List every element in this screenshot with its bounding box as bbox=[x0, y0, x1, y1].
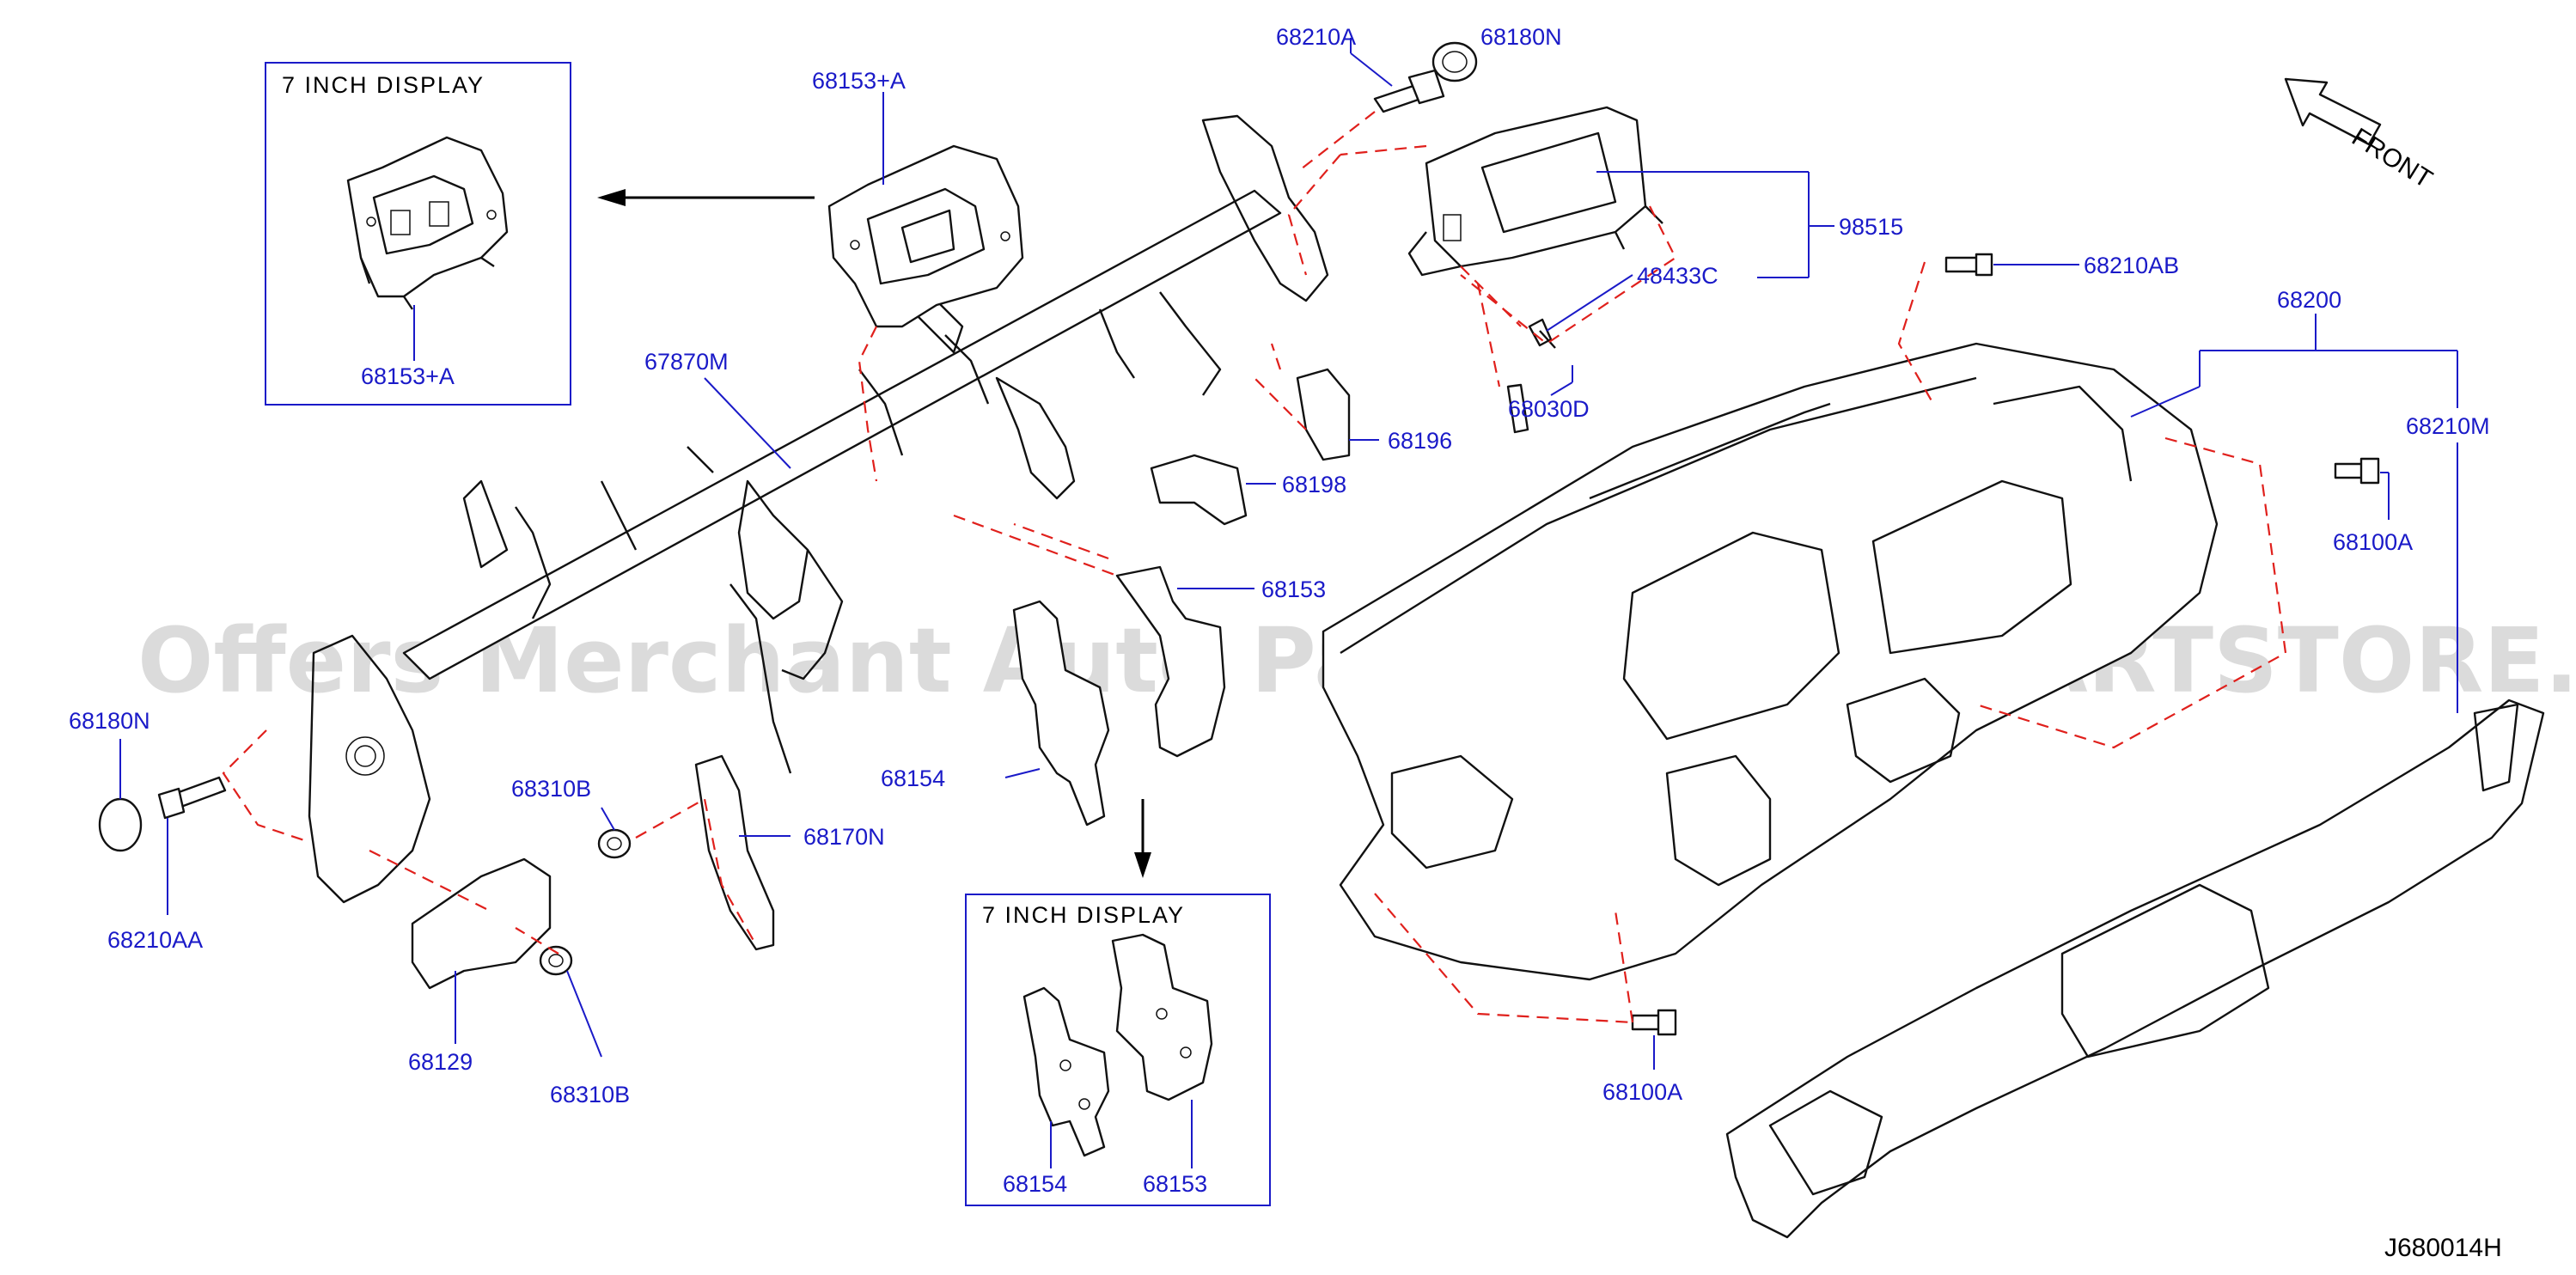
bracket-68129-drawing bbox=[411, 857, 552, 990]
label-68196: 68196 bbox=[1388, 428, 1452, 454]
bracket-68198-drawing bbox=[1150, 454, 1248, 526]
label-68153-inset: 68153 bbox=[1143, 1171, 1207, 1197]
label-68198: 68198 bbox=[1282, 472, 1346, 497]
front-arrow-icon bbox=[2284, 77, 2382, 146]
label-68129: 68129 bbox=[408, 1049, 473, 1075]
label-68030D: 68030D bbox=[1508, 396, 1590, 422]
bolt-68210AB-drawing bbox=[1944, 253, 1993, 277]
inset-box-bottom: 7 INCH DISPLAY 68154 68153 bbox=[965, 894, 1271, 1206]
bolt-68100A-bottom-drawing bbox=[1631, 1009, 1677, 1036]
label-68153A-inset: 68153+A bbox=[361, 363, 455, 389]
label-68170N: 68170N bbox=[803, 824, 885, 850]
bracket-68153A-drawing bbox=[827, 144, 1024, 328]
bracket-68170N-drawing bbox=[694, 754, 775, 951]
cap-68180N-left-drawing bbox=[98, 797, 143, 852]
label-68154: 68154 bbox=[881, 766, 945, 791]
diagram-code: J680014H bbox=[2384, 1234, 2502, 1262]
bolt-68210AA-drawing bbox=[157, 776, 227, 820]
label-68100A-bottom: 68100A bbox=[1602, 1079, 1682, 1105]
label-48433C: 48433C bbox=[1637, 263, 1718, 289]
nut-68310B-upper-drawing bbox=[597, 828, 632, 859]
arrow-to-inset-top bbox=[597, 189, 815, 206]
bracket-68196-drawing bbox=[1296, 368, 1351, 461]
bolt-68100A-right-drawing bbox=[2334, 457, 2380, 485]
bolt-68210A-drawing bbox=[1373, 69, 1445, 113]
screw-48433C-drawing bbox=[1528, 318, 1556, 349]
label-98515: 98515 bbox=[1839, 214, 1903, 240]
inset-box-bottom-title: 7 INCH DISPLAY bbox=[982, 902, 1185, 928]
front-label: FRONT bbox=[2347, 123, 2437, 194]
label-68210AA: 68210AA bbox=[107, 927, 203, 953]
arrow-to-inset-bottom bbox=[1134, 799, 1151, 878]
leader-lines bbox=[119, 38, 2458, 1070]
label-68100A-right: 68100A bbox=[2333, 529, 2413, 555]
label-68180N-left: 68180N bbox=[69, 708, 150, 734]
finisher-68210M-drawing bbox=[1725, 699, 2545, 1239]
label-68310B-lower: 68310B bbox=[550, 1082, 630, 1107]
label-68210A: 68210A bbox=[1276, 24, 1356, 50]
bracket-68153-inset-drawing bbox=[1111, 933, 1213, 1101]
label-67870M: 67870M bbox=[644, 349, 729, 375]
label-68154-inset: 68154 bbox=[1003, 1171, 1067, 1197]
label-68153A: 68153+A bbox=[812, 68, 906, 94]
bracket-68153A-inset-drawing bbox=[346, 136, 509, 310]
display-unit-98515-drawing bbox=[1407, 106, 1663, 277]
label-68200: 68200 bbox=[2277, 287, 2341, 313]
alignment-lines bbox=[222, 111, 2287, 1024]
inset-box-top: 7 INCH DISPLAY 68153+A bbox=[265, 62, 571, 406]
clip-68180N-top-drawing bbox=[1431, 41, 1478, 82]
bracket-68154-inset-drawing bbox=[1022, 986, 1110, 1157]
front-direction-indicator: FRONT bbox=[2284, 77, 2437, 194]
label-68310B-upper: 68310B bbox=[511, 776, 591, 802]
label-68153: 68153 bbox=[1261, 576, 1326, 602]
inset-box-top-title: 7 INCH DISPLAY bbox=[282, 72, 485, 98]
nut-68310B-lower-drawing bbox=[539, 945, 573, 976]
bolt-68030D-drawing bbox=[1506, 383, 1529, 434]
bracket-68154-drawing bbox=[1012, 600, 1110, 827]
label-68210AB: 68210AB bbox=[2084, 253, 2179, 278]
bracket-68153-drawing bbox=[1115, 565, 1226, 758]
label-68210M: 68210M bbox=[2406, 413, 2490, 439]
label-68180N-top: 68180N bbox=[1480, 24, 1562, 50]
instrument-panel-68200-drawing bbox=[1322, 342, 2219, 981]
